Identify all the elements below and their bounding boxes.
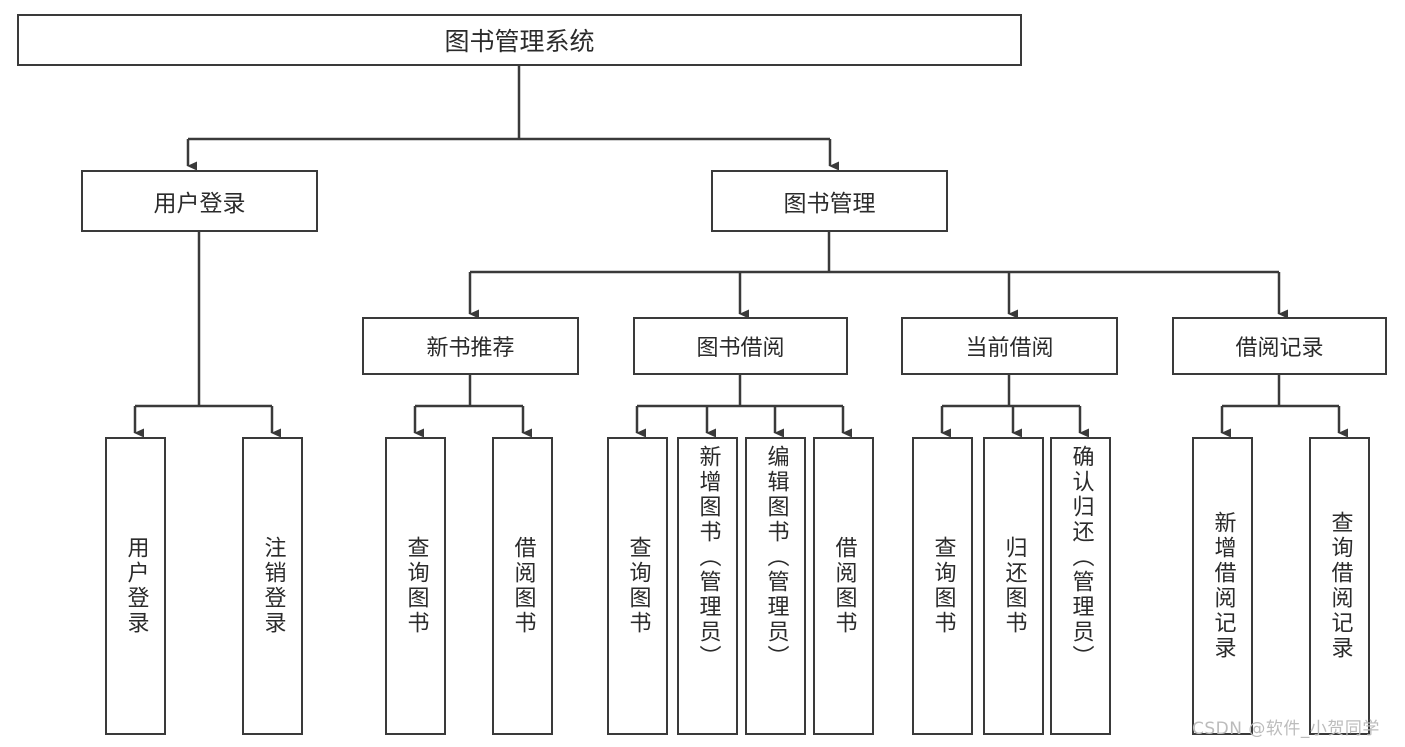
node-leaf-return-book-label: 归还图书 (1001, 536, 1027, 636)
node-leaf-borrow-book-rec[interactable]: 借阅图书 (492, 437, 553, 735)
node-leaf-borrow-book-rec-label: 借阅图书 (510, 536, 536, 636)
node-book-manage[interactable]: 图书管理 (711, 170, 948, 232)
node-user-login-label: 用户登录 (153, 191, 246, 217)
node-leaf-borrow-book[interactable]: 借阅图书 (813, 437, 874, 735)
node-leaf-query-book-borrow[interactable]: 查询图书 (607, 437, 668, 735)
node-leaf-query-record-label: 查询借阅记录 (1327, 511, 1353, 661)
node-leaf-query-book-rec[interactable]: 查询图书 (385, 437, 446, 735)
node-leaf-user-logout-label: 注销登录 (260, 536, 286, 636)
node-leaf-return-book[interactable]: 归还图书 (983, 437, 1044, 735)
node-leaf-add-record[interactable]: 新增借阅记录 (1192, 437, 1253, 735)
node-borrow-record-label: 借阅记录 (1235, 336, 1324, 361)
node-leaf-query-book-borrow-label: 查询图书 (625, 536, 651, 636)
node-leaf-query-record[interactable]: 查询借阅记录 (1309, 437, 1370, 735)
node-current-borrow-label: 当前借阅 (965, 336, 1054, 361)
node-borrow-record[interactable]: 借阅记录 (1172, 317, 1387, 375)
node-current-borrow[interactable]: 当前借阅 (901, 317, 1118, 375)
node-book-borrow[interactable]: 图书借阅 (633, 317, 848, 375)
node-leaf-confirm-return[interactable]: 确认归还（管理员） (1050, 437, 1111, 735)
node-leaf-add-book[interactable]: 新增图书（管理员） (677, 437, 738, 735)
node-user-login[interactable]: 用户登录 (81, 170, 318, 232)
node-leaf-edit-book[interactable]: 编辑图书（管理员） (745, 437, 806, 735)
node-leaf-query-book-rec-label: 查询图书 (403, 536, 429, 636)
watermark-label: CSDN @软件_小贺同学 (1192, 719, 1380, 739)
node-new-book-rec-label: 新书推荐 (426, 336, 515, 361)
node-root[interactable]: 图书管理系统 (17, 14, 1022, 66)
node-leaf-query-book-current[interactable]: 查询图书 (912, 437, 973, 735)
node-root-label: 图书管理系统 (444, 27, 595, 56)
node-leaf-add-record-label: 新增借阅记录 (1210, 511, 1236, 661)
node-book-borrow-label: 图书借阅 (696, 336, 785, 361)
node-leaf-user-login-label: 用户登录 (123, 536, 149, 636)
node-new-book-rec[interactable]: 新书推荐 (362, 317, 579, 375)
node-leaf-query-book-current-label: 查询图书 (930, 536, 956, 636)
node-leaf-borrow-book-label: 借阅图书 (831, 536, 857, 636)
node-leaf-edit-book-label: 编辑图书（管理员） (763, 445, 789, 670)
node-leaf-user-login[interactable]: 用户登录 (105, 437, 166, 735)
node-book-manage-label: 图书管理 (783, 191, 876, 217)
node-leaf-confirm-return-label: 确认归还（管理员） (1068, 445, 1094, 670)
node-leaf-user-logout[interactable]: 注销登录 (242, 437, 303, 735)
node-leaf-add-book-label: 新增图书（管理员） (695, 445, 721, 670)
